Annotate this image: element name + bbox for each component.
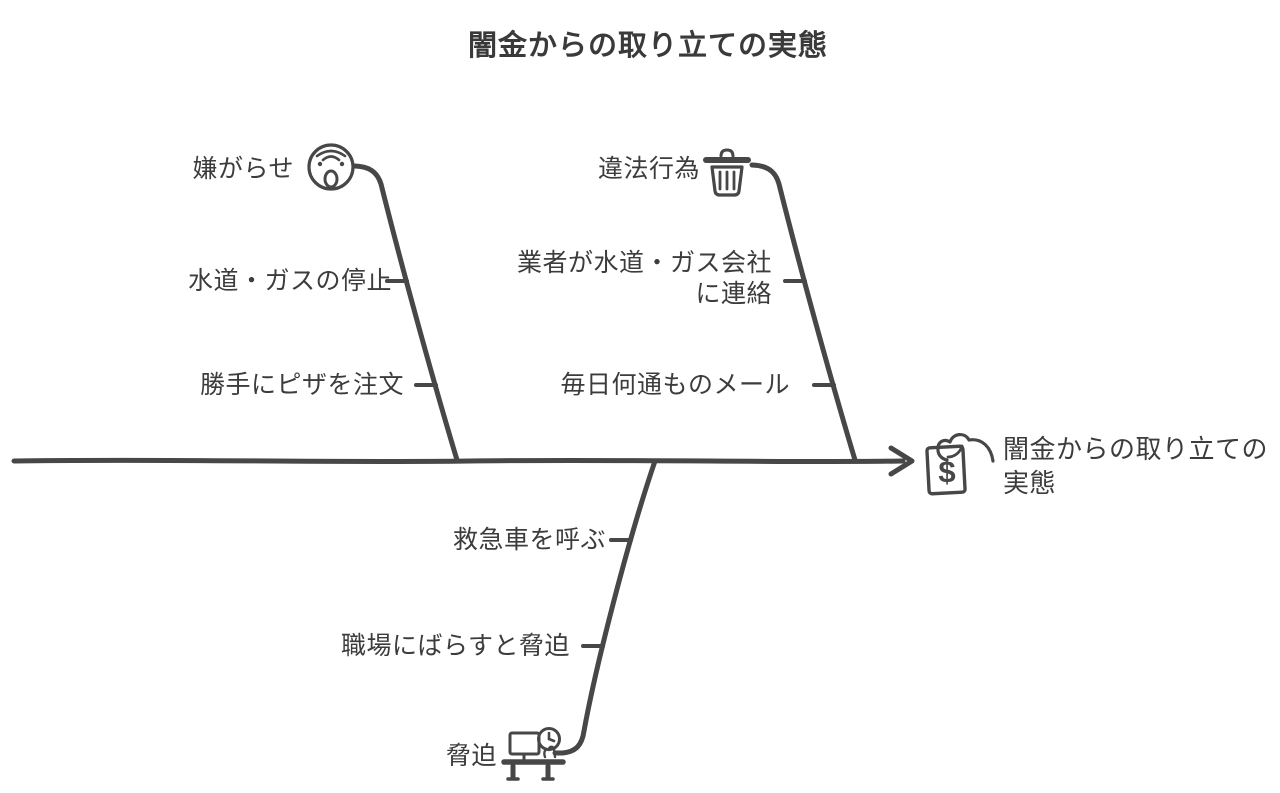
effect-label: 闇金からの取り立ての 実態 bbox=[1003, 432, 1268, 500]
cause-label-pizza-order: 勝手にピザを注文 bbox=[199, 371, 404, 399]
effect-label-line2: 実態 bbox=[1003, 468, 1057, 498]
dollar-glyph: $ bbox=[938, 454, 955, 489]
cause-label-daily-emails: 毎日何通ものメール bbox=[560, 371, 790, 399]
diagram-title: 闇金からの取り立ての実態 bbox=[467, 30, 828, 62]
spine-line bbox=[11, 445, 915, 477]
money-grab-icon: $ bbox=[925, 433, 995, 496]
category-label-illegal-acts: 違法行為 bbox=[597, 155, 700, 183]
branch-top-left bbox=[307, 143, 460, 463]
category-label-harassment: 嫌がらせ bbox=[192, 155, 294, 183]
branch-bottom bbox=[501, 458, 658, 781]
desk-overtime-icon bbox=[501, 727, 566, 781]
cause-label-workplace-threat: 職場にばらすと脅迫 bbox=[340, 632, 570, 660]
effect-label-line1: 闇金からの取り立ての bbox=[1003, 434, 1269, 464]
category-label-threats: 脅迫 bbox=[445, 742, 497, 770]
shocked-face-icon bbox=[307, 143, 355, 191]
cause-label-utilities-stopped: 水道・ガスの停止 bbox=[187, 267, 392, 295]
cause-label-line2: に連絡 bbox=[695, 280, 772, 308]
branch-top-right bbox=[703, 148, 858, 463]
arrowhead-icon bbox=[888, 445, 915, 477]
cause-label-call-ambulance: 救急車を呼ぶ bbox=[452, 526, 606, 554]
cause-label-contact-utility-company: 業者が水道・ガス会社 に連絡 bbox=[517, 248, 772, 310]
cause-label-line1: 業者が水道・ガス会社 bbox=[516, 249, 772, 277]
trash-bin-icon bbox=[703, 148, 751, 197]
